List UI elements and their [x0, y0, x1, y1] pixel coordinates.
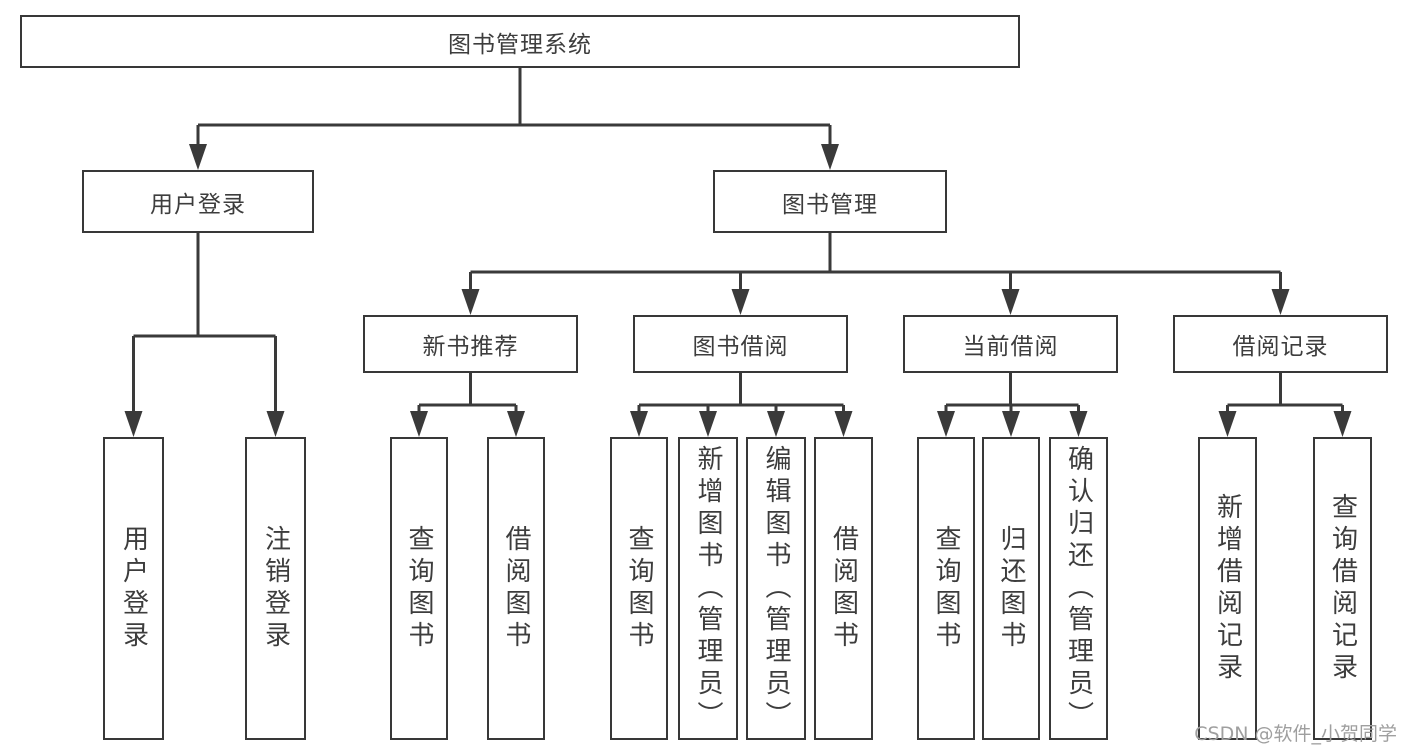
arrowhead	[1002, 411, 1020, 437]
node-user-login: 用户登录	[82, 170, 314, 233]
arrowhead	[124, 411, 143, 437]
node-book-management: 图书管理	[713, 170, 947, 233]
leaf-label: 新增图书（管理员）	[693, 444, 723, 733]
node-label: 当前借阅	[962, 334, 1059, 360]
arrowhead	[834, 411, 853, 437]
node-current-borrowing: 当前借阅	[903, 315, 1118, 373]
arrowhead	[266, 411, 285, 437]
node-label: 图书管理系统	[448, 31, 592, 58]
node-book-borrowing: 图书借阅	[633, 315, 848, 373]
node-label: 图书管理	[782, 191, 878, 218]
arrowhead	[1333, 411, 1352, 437]
node-new-book-recommendation: 新书推荐	[363, 315, 578, 373]
csdn-watermark: CSDN @软件_小贺同学	[1194, 723, 1397, 745]
leaf-label: 用户登录	[118, 524, 149, 653]
arrowhead	[821, 144, 839, 170]
arrowhead	[507, 411, 525, 437]
node-label: 用户登录	[150, 191, 246, 218]
leaf-label: 查询图书	[624, 524, 654, 653]
leaf-user-login: 用户登录	[103, 437, 164, 740]
leaf-label: 查询图书	[404, 524, 434, 653]
leaf-return-books: 归还图书	[982, 437, 1040, 740]
arrowhead	[1271, 289, 1290, 315]
arrowhead	[461, 289, 480, 315]
leaf-label: 查询图书	[931, 524, 961, 653]
arrowhead	[1218, 411, 1237, 437]
arrowhead	[731, 289, 750, 315]
node-borrowing-records: 借阅记录	[1173, 315, 1388, 373]
leaf-label: 归还图书	[996, 524, 1026, 653]
leaf-add-borrow-record: 新增借阅记录	[1198, 437, 1257, 740]
leaf-label: 新增借阅记录	[1212, 492, 1243, 685]
arrowhead	[699, 411, 717, 437]
leaf-borrow-books: 借阅图书	[487, 437, 545, 740]
arrowhead	[189, 144, 207, 170]
leaf-query-borrow-record: 查询借阅记录	[1313, 437, 1372, 740]
leaf-query-books: 查询图书	[917, 437, 975, 740]
leaf-label: 借阅图书	[501, 524, 531, 653]
leaf-query-books: 查询图书	[610, 437, 668, 740]
node-label: 借阅记录	[1232, 334, 1329, 360]
root-node-library-system: 图书管理系统	[20, 15, 1020, 68]
leaf-borrow-books: 借阅图书	[814, 437, 873, 740]
leaf-label: 确认归还（管理员）	[1063, 444, 1094, 733]
arrowhead	[937, 411, 955, 437]
leaf-query-books: 查询图书	[390, 437, 448, 740]
arrowhead	[1069, 411, 1088, 437]
arrowhead	[410, 411, 428, 437]
leaf-label: 借阅图书	[828, 524, 859, 653]
leaf-label: 注销登录	[260, 524, 291, 653]
arrowhead	[1001, 289, 1020, 315]
node-label: 新书推荐	[422, 334, 519, 360]
arrowhead	[767, 411, 785, 437]
leaf-label: 查询借阅记录	[1327, 492, 1358, 685]
arrowhead	[630, 411, 648, 437]
leaf-edit-books-admin: 编辑图书（管理员）	[746, 437, 806, 740]
leaf-logout: 注销登录	[245, 437, 306, 740]
leaf-label: 编辑图书（管理员）	[761, 444, 791, 733]
node-label: 图书借阅	[692, 334, 789, 360]
leaf-add-books-admin: 新增图书（管理员）	[678, 437, 738, 740]
leaf-confirm-return-admin: 确认归还（管理员）	[1049, 437, 1108, 740]
